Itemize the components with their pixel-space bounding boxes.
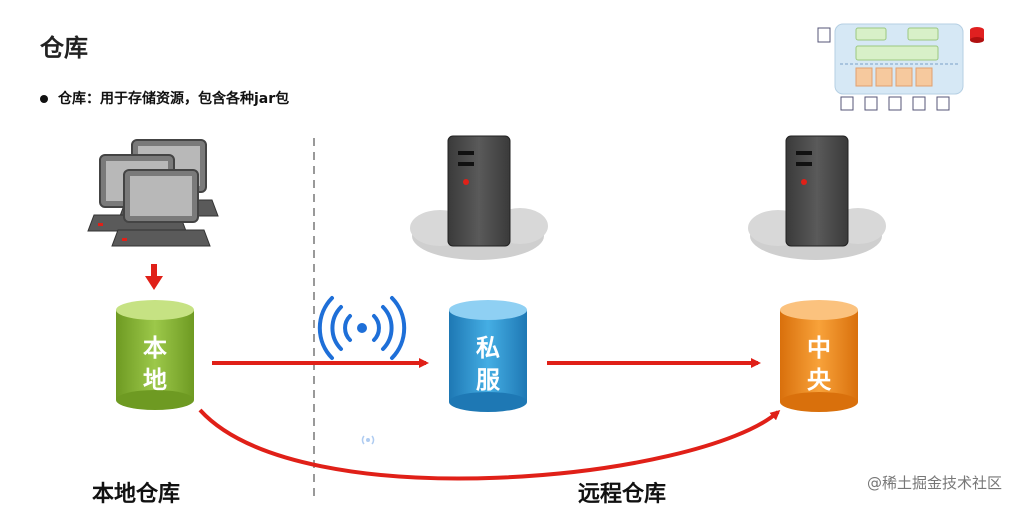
small-signal-icon [361, 435, 375, 445]
central-cylinder-char-2: 央 [807, 366, 832, 394]
local-cylinder-char-2: 地 [143, 366, 167, 394]
download-arrow-icon [145, 264, 163, 290]
private-cylinder-char-2: 服 [476, 366, 501, 394]
bullet-item: 仓库：用于存储资源，包含各种jar包 [40, 88, 289, 108]
remote-repository-label: 远程仓库 [578, 482, 667, 507]
central-server-icon [785, 135, 849, 247]
architecture-thumbnail-icon [817, 23, 984, 111]
central-repository-cylinder: 中 央 [780, 300, 858, 412]
local-to-central-arrow [198, 408, 781, 481]
local-repository-label: 本地仓库 [92, 482, 181, 507]
private-repository-cylinder: 私 服 [449, 300, 527, 412]
page-title: 仓库 [40, 34, 88, 62]
private-server-icon [447, 135, 511, 247]
private-cylinder-char-1: 私 [476, 334, 500, 362]
bullet-dot-icon [40, 95, 48, 103]
watermark: @稀土掘金技术社区 [866, 474, 1002, 492]
local-cylinder-char-1: 本 [143, 334, 167, 362]
central-cylinder-char-1: 中 [807, 334, 831, 362]
wireless-signal-icon [317, 296, 407, 360]
bullet-text: 仓库：用于存储资源，包含各种jar包 [58, 91, 290, 107]
computer-cluster-icon [87, 139, 219, 247]
local-repository-cylinder: 本 地 [116, 300, 194, 410]
